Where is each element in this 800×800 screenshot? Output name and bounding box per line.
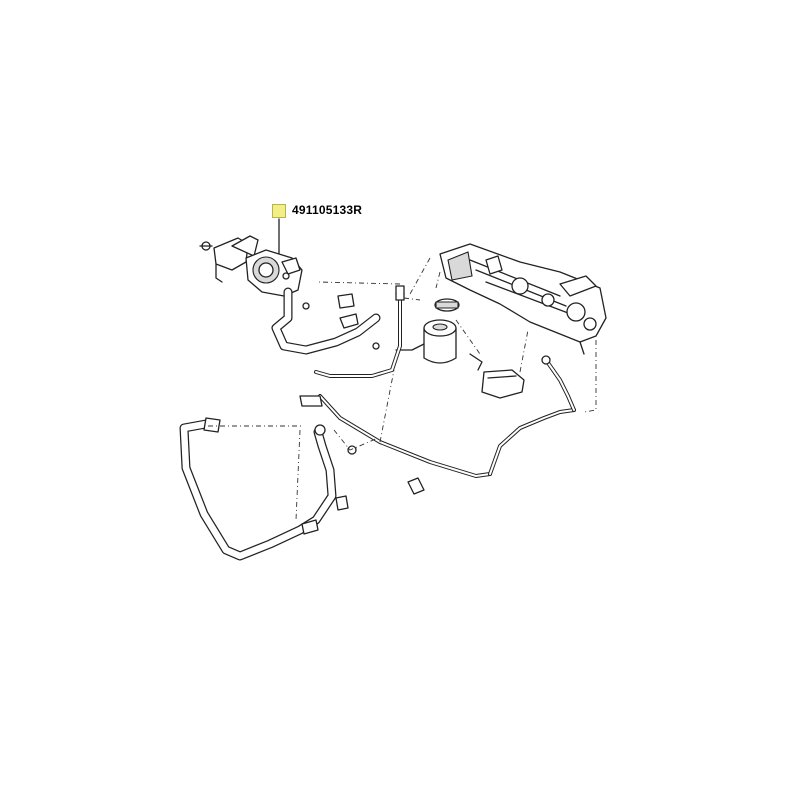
part-number-label[interactable]: 491105133R: [292, 203, 363, 217]
power-steering-pump: [199, 235, 303, 297]
fasteners: [301, 445, 425, 535]
steering-rack: [439, 243, 607, 355]
part-highlight-marker: [272, 204, 286, 218]
fluid-reservoir: [395, 298, 460, 364]
reservoir-bracket: [469, 353, 525, 399]
reference-lines: [208, 257, 597, 521]
hose-clips: [302, 289, 405, 350]
